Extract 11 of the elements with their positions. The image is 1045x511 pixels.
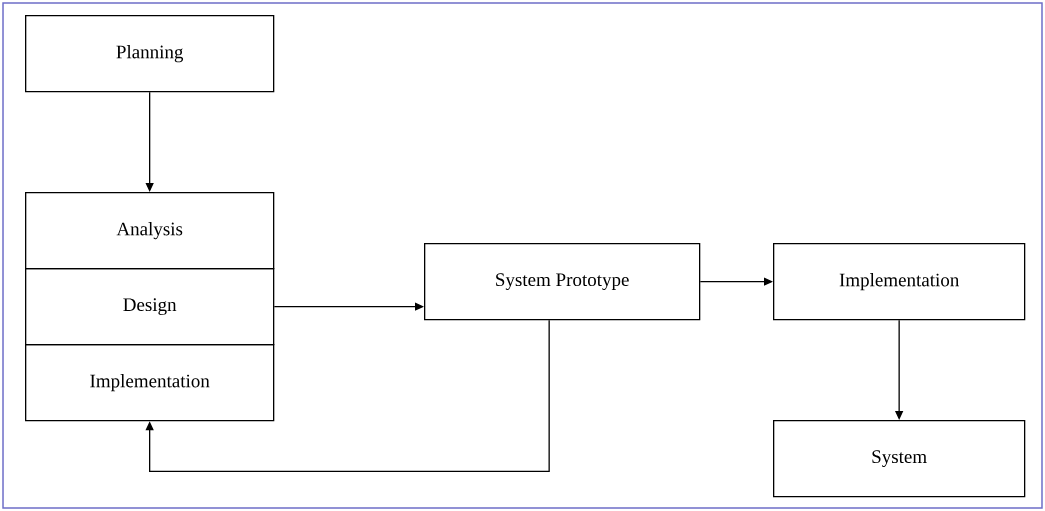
process-box: System Prototype xyxy=(424,243,701,321)
arrow xyxy=(145,91,154,192)
arrow xyxy=(145,319,550,472)
process-box: System xyxy=(773,420,1026,498)
process-box: Design xyxy=(25,268,275,346)
arrow xyxy=(273,302,424,311)
process-box: Planning xyxy=(25,15,275,93)
process-box: Analysis xyxy=(25,192,275,270)
process-box: Implementation xyxy=(773,243,1026,321)
process-box: Implementation xyxy=(25,344,275,422)
arrow xyxy=(699,277,773,286)
